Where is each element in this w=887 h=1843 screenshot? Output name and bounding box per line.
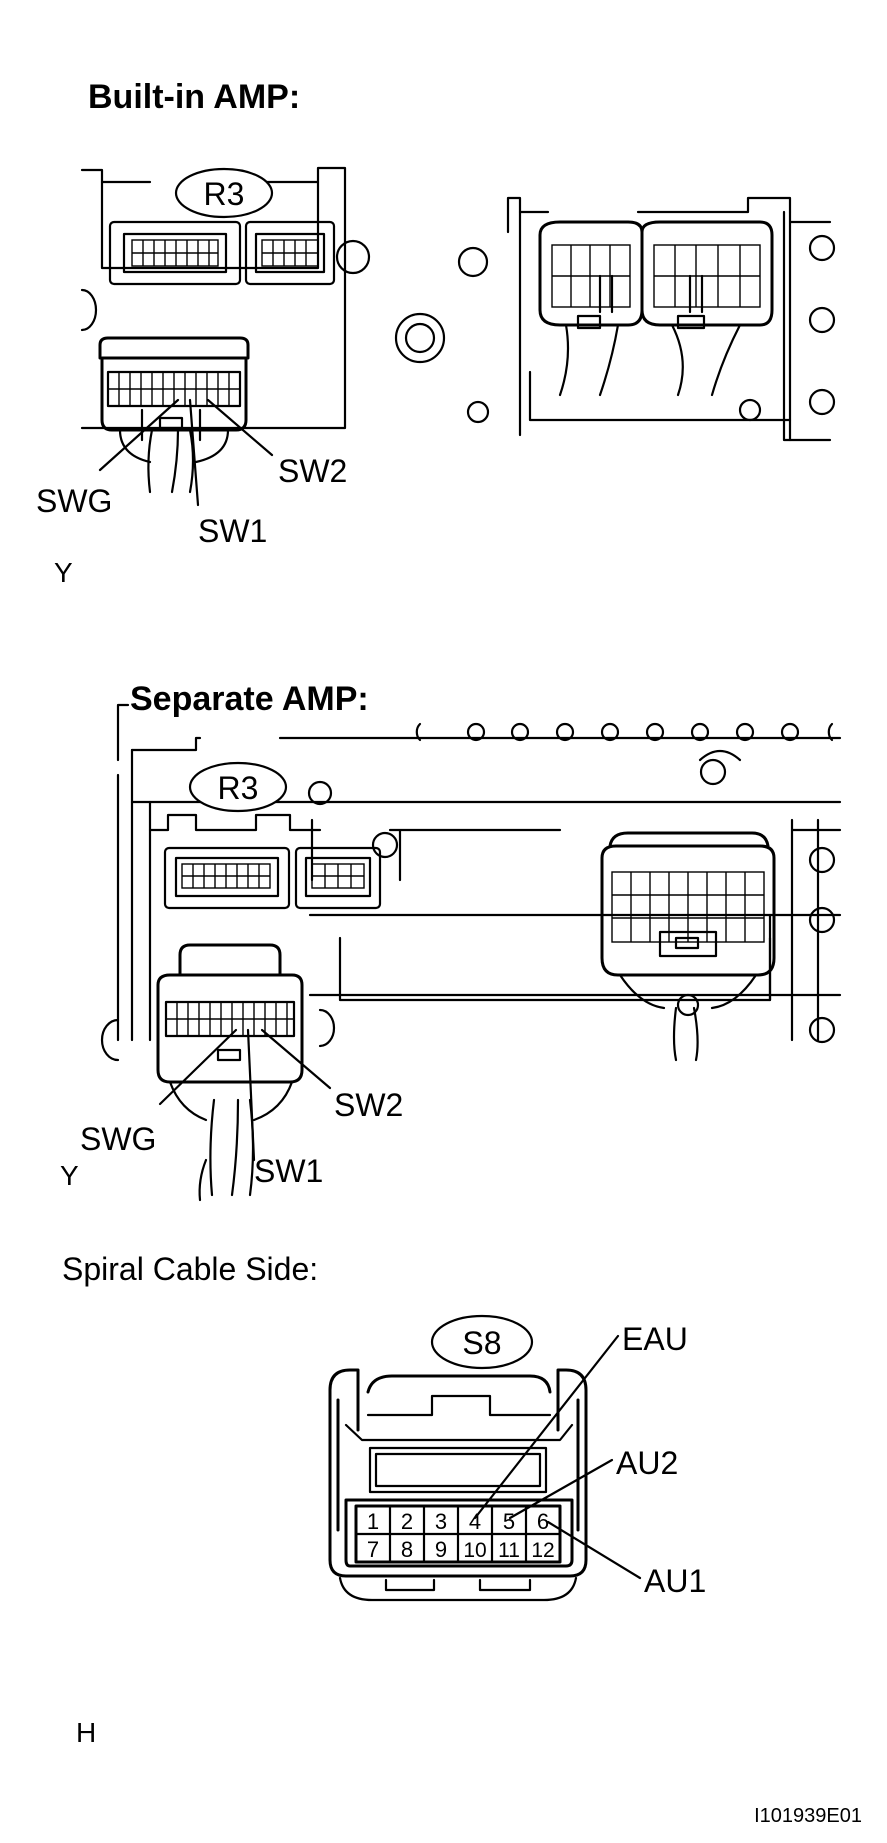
built-in-sw2-label: SW2	[278, 453, 347, 489]
built-in-pin-leaders	[98, 398, 274, 507]
built-in-housing-right	[506, 196, 836, 442]
built-in-swg-label: SWG	[36, 483, 112, 519]
built-in-mounting-holes	[394, 246, 490, 424]
terminal-9: 9	[435, 1537, 447, 1562]
spiral-pin-leaders	[473, 1334, 642, 1580]
terminal-2: 2	[401, 1509, 413, 1534]
terminal-12: 12	[531, 1539, 554, 1562]
terminal-7: 7	[367, 1537, 379, 1562]
separate-amp-section: Separate AMP: R3	[60, 680, 842, 1202]
terminal-8: 8	[401, 1537, 413, 1562]
built-in-ecu-connectors	[108, 220, 336, 286]
built-in-amp-title: Built-in AMP:	[88, 78, 300, 116]
separate-sw2-label: SW2	[334, 1087, 403, 1123]
spiral-au2-label: AU2	[616, 1445, 678, 1481]
spiral-terminal-grid: 1 2 3 4 5 6 7 8 9 10 11 12	[354, 1504, 562, 1564]
terminal-11: 11	[498, 1539, 520, 1562]
separate-swg-label: SWG	[80, 1121, 156, 1157]
separate-switch-connector	[156, 943, 304, 1202]
terminal-1: 1	[367, 1509, 379, 1534]
spiral-eau-label: EAU	[622, 1321, 688, 1357]
spiral-au1-label: AU1	[644, 1563, 706, 1599]
built-in-housing-left	[80, 166, 371, 430]
separate-screw-row	[415, 722, 834, 742]
built-in-view-marker: Y	[54, 557, 73, 588]
separate-sw1-label: SW1	[254, 1153, 323, 1189]
figure-id: I101939E01	[754, 1805, 862, 1827]
separate-amp-title: Separate AMP:	[130, 680, 369, 718]
built-in-switch-connector	[98, 336, 250, 494]
spiral-cable-section: Spiral Cable Side: S8 1 2 3	[62, 1251, 706, 1748]
spiral-view-marker: H	[76, 1717, 96, 1748]
separate-pin-leaders	[158, 1028, 332, 1162]
built-in-amp-section: Built-in AMP: R3	[36, 78, 836, 588]
terminal-10: 10	[463, 1539, 486, 1562]
spiral-s8-callout: S8	[430, 1314, 534, 1370]
spiral-s8-label: S8	[462, 1325, 501, 1361]
terminal-5: 5	[503, 1509, 515, 1534]
built-in-r3-label: R3	[204, 176, 245, 212]
separate-ecu-connectors	[163, 846, 382, 910]
terminal-3: 3	[435, 1509, 447, 1534]
separate-r3-callout: R3	[188, 761, 288, 813]
separate-amp-connector	[600, 831, 776, 1062]
spiral-cable-title: Spiral Cable Side:	[62, 1251, 318, 1287]
built-in-r3-callout: R3	[174, 167, 274, 219]
separate-housing	[100, 703, 842, 1062]
built-in-sw1-label: SW1	[198, 513, 267, 549]
spiral-connector-body	[328, 1368, 588, 1602]
separate-r3-label: R3	[218, 770, 259, 806]
separate-view-marker: Y	[60, 1160, 79, 1191]
terminal-6: 6	[537, 1509, 549, 1534]
